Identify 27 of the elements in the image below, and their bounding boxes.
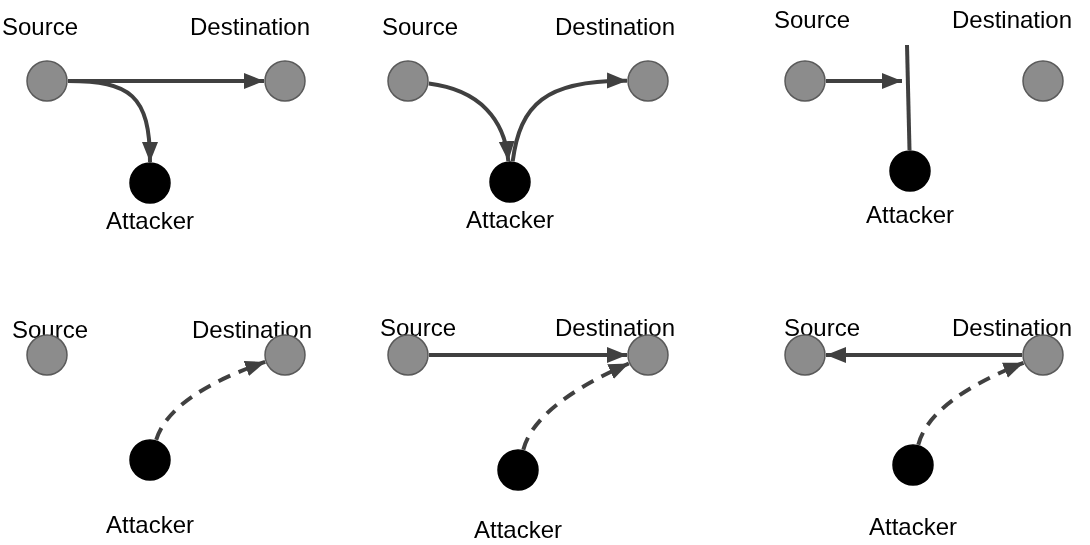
arrow [429, 347, 627, 363]
arrow [67, 79, 158, 163]
node-label: Attacker [466, 206, 554, 234]
node-label: Destination [554, 314, 676, 342]
node-label: Attacker [474, 516, 562, 544]
arrow [510, 73, 628, 162]
node-label: Attacker [866, 201, 954, 229]
node-label: Attacker [106, 207, 194, 235]
node-label: Attacker [106, 511, 194, 539]
node-label: Source [379, 314, 456, 342]
node-label: Source [1, 13, 78, 41]
arrow [428, 81, 514, 162]
blocking-line [905, 44, 912, 151]
node-label: Destination [951, 314, 1073, 342]
arrow [826, 347, 1022, 363]
dashed-arrow [154, 360, 266, 441]
node-label: Destination [191, 316, 313, 344]
dashed-arrow [916, 360, 1025, 446]
node-label: Attacker [869, 513, 957, 541]
node-label: Source [783, 314, 860, 342]
node-label: Destination [951, 6, 1073, 34]
node-label: Destination [189, 13, 311, 41]
arrow [826, 73, 902, 89]
node-label: Destination [554, 13, 676, 41]
dashed-arrow [521, 361, 630, 451]
node-label: Source [381, 13, 458, 41]
node-label: Source [773, 6, 850, 34]
